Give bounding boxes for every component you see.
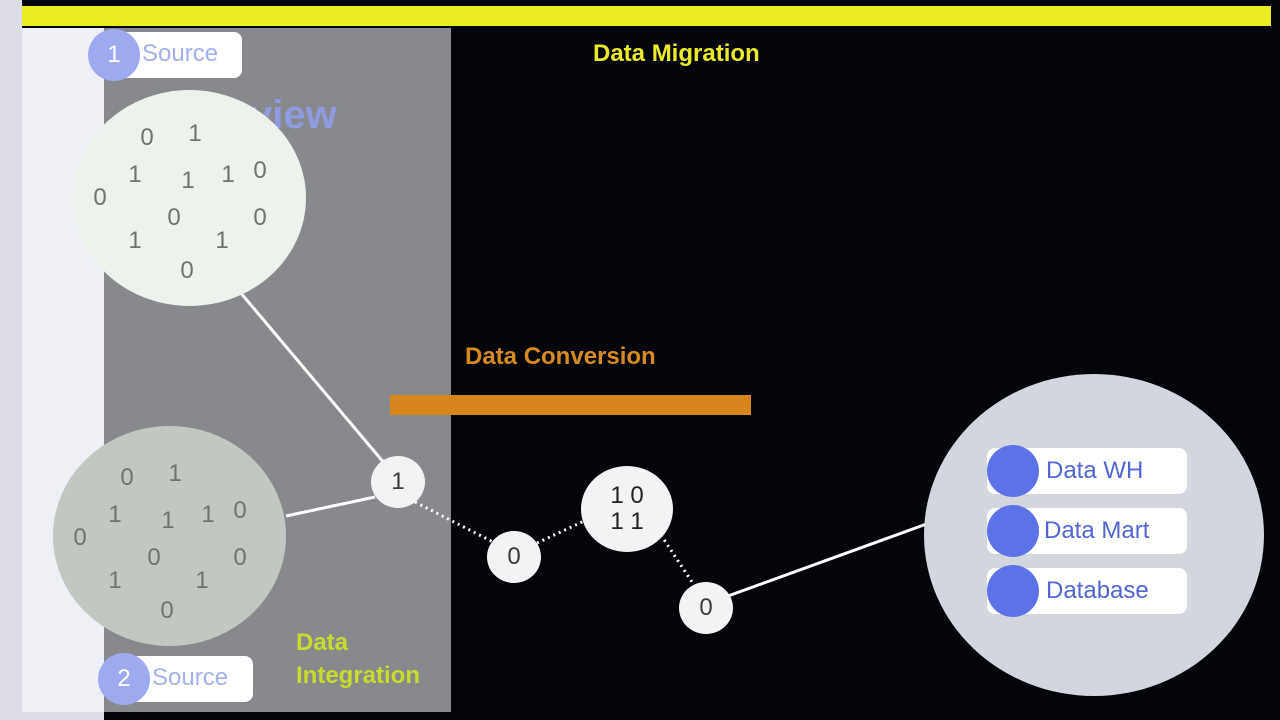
binary-block-line-2: 1 1 [610, 508, 644, 535]
binary-digit: 1 [201, 501, 215, 528]
data-migration-title: Data Migration [593, 40, 760, 67]
connector-node-target [727, 520, 933, 598]
source-2-label: Source [152, 664, 229, 691]
binary-digit: 0 [180, 257, 194, 284]
binary-digit: 0 [120, 464, 134, 491]
source-2-pill: 2 Source [98, 653, 253, 705]
conversion-bar [390, 395, 751, 415]
target-data-wh: Data WH [987, 445, 1187, 497]
connector-cloud1-node [238, 291, 392, 471]
binary-digit: 1 [221, 161, 235, 188]
binary-digit: 1 [128, 161, 142, 188]
target-label: Database [1046, 577, 1149, 604]
source-2-data-cloud: 0 1 1 1 1 0 0 0 0 1 1 0 [53, 426, 286, 646]
binary-digit: 0 [93, 184, 107, 211]
target-dot-icon [987, 565, 1039, 617]
binary-digit: 0 [73, 524, 87, 551]
target-dot-icon [987, 505, 1039, 557]
binary-digit: 1 [215, 227, 229, 254]
bottom-edge-strip [0, 712, 104, 720]
source-2-number-badge: 2 [98, 653, 150, 705]
binary-block-line-1: 1 0 [610, 482, 644, 509]
binary-digit: 1 [108, 501, 122, 528]
data-conversion-title: Data Conversion [465, 343, 656, 370]
left-edge-strip [0, 0, 22, 720]
binary-digit: 1 [195, 567, 209, 594]
target-label: Data Mart [1044, 517, 1150, 544]
target-database: Database [987, 565, 1187, 617]
binary-digit: 0 [167, 204, 181, 231]
binary-digit: 0 [233, 544, 247, 571]
binary-digit: 0 [253, 157, 267, 184]
target-data-mart: Data Mart [987, 505, 1187, 557]
binary-digit: 1 [161, 507, 175, 534]
binary-digit: 0 [253, 204, 267, 231]
connector-cloud2-node [285, 495, 376, 518]
binary-digit: 1 [108, 567, 122, 594]
connector-dotted-1 [414, 500, 496, 545]
binary-digit: 1 [128, 227, 142, 254]
migration-bar [22, 6, 1271, 26]
binary-digit: 1 [188, 120, 202, 147]
binary-digit: 0 [233, 497, 247, 524]
node-binary-block: 1 0 1 1 [581, 466, 673, 552]
node-integration: 1 [371, 456, 425, 508]
data-integration-title: Data Integration [296, 629, 420, 689]
node-conversion-0: 0 [487, 531, 541, 583]
binary-digit: 0 [160, 597, 174, 624]
node-output-0: 0 [679, 582, 733, 634]
target-systems-circle: Data WH Data Mart Database [924, 374, 1264, 696]
binary-digit: 1 [168, 460, 182, 487]
source-1-label: Source [142, 40, 219, 67]
source-1-pill: 1 Source [88, 29, 242, 81]
binary-digit: 0 [140, 124, 154, 151]
source-1-data-cloud: 0 1 1 1 1 0 0 0 0 1 1 0 [73, 90, 306, 306]
binary-digit: 1 [181, 167, 195, 194]
target-dot-icon [987, 445, 1039, 497]
binary-digit: 0 [147, 544, 161, 571]
target-label: Data WH [1046, 457, 1144, 484]
source-1-number-badge: 1 [88, 29, 140, 81]
